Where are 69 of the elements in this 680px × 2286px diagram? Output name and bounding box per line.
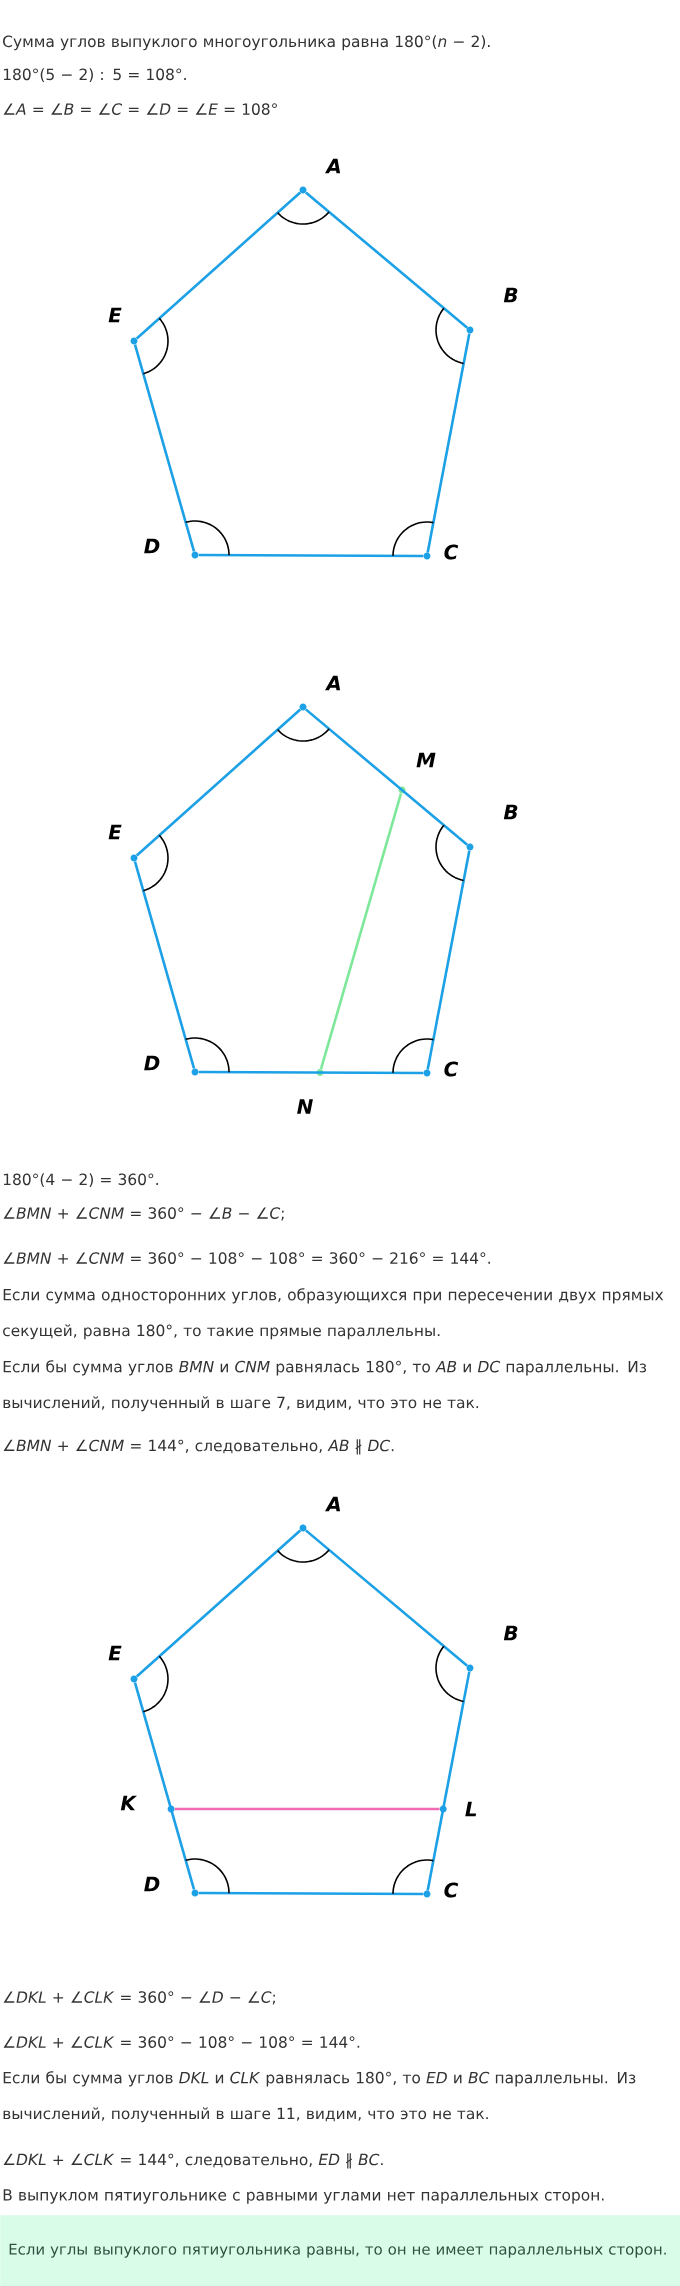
node-label: A [324,675,341,691]
node-label: D [144,538,160,554]
solution-text: ∠DKL + ∠CLK = 360° − ∠D − ∠C; [3,1991,275,2005]
labelled-point: D [144,1876,199,1897]
solution-text: 180°(4 − 2) = 360°. [3,1173,158,1187]
line-segment [198,1070,424,1075]
node-label: D [144,1055,160,1071]
node-label: A [324,158,341,174]
node-label: E [108,824,122,840]
line-segment [133,861,196,1069]
line-segment [305,1529,468,1667]
line-segment [174,1807,440,1811]
labelled-point: K [120,1795,175,1813]
node-label: E [108,307,122,323]
labelled-point: E [108,1645,138,1683]
labelled-point: A [299,1496,341,1532]
labelled-point: A [299,675,341,711]
labelled-point: B [466,1625,518,1672]
line-segment [135,191,302,340]
labelled-point: L [439,1801,477,1817]
solution-text: ∠DKL + ∠CLK = 360° − 108° − 108° = 144°. [3,2036,360,2048]
labelled-point: B [466,804,518,851]
node-label: B [503,287,518,303]
labelled-point: B [466,287,518,334]
labelled-point: C [423,1882,459,1898]
node-label: B [503,1625,518,1641]
labelled-point: C [423,1061,459,1077]
node-label: K [120,1795,138,1811]
solution-text: ∠A = ∠B = ∠C = ∠D = ∠E = 108° [3,103,277,115]
line-segment [198,1891,424,1896]
line-segment [305,708,468,846]
labelled-point: C [423,544,459,560]
line-segment [198,553,424,558]
node-label: D [144,1876,160,1892]
node-label: C [444,1882,459,1898]
labelled-point: E [108,307,138,345]
line-segment [133,1682,196,1890]
line-segment [426,850,471,1070]
solution-text: Если сумма односторонних углов, образующихся при пересечении двух прямых секущей, равна 180°, то такие прямые параллельны. [3,1288,664,1340]
node-label: L [465,1801,477,1817]
conclusion-band: Если углы выпуклого пятиугольника равны, то он не имеет параллельных сторон. [0,2215,680,2286]
node-label: B [503,804,518,820]
solution-text: Сумма углов выпуклого многоугольника равна 180°(n − 2). [3,35,490,51]
labelled-point: E [108,824,138,862]
labelled-point: M [398,752,436,794]
node-label: E [108,1645,122,1661]
solution-text: Если бы сумма углов DKL и CLK равнялась 180°, то ED и BC параллельны. Из вычислений, полученный в шаге 11, видим, что это не так. [3,2071,636,2123]
solution-text: ∠BMN + ∠CNM = 144°, следовательно, AB ∦ DC. [3,1439,394,1455]
labelled-point: D [144,1055,199,1076]
solution-text: 180°(5 − 2) : 5 = 108°. [3,68,186,82]
line-segment [135,708,302,857]
line-segment [426,1671,471,1891]
line-segment [135,1529,302,1678]
line-segment [305,191,468,329]
solution-text: Если бы сумма углов BMN и CNM равнялась 180°, то AB и DC параллельны. Из вычислений, полученный в шаге 7, видим, что это не так. [3,1360,647,1412]
solution-text: ∠DKL + ∠CLK = 144°, следовательно, ED ∦ BC. [3,2153,383,2169]
solution-text: ∠BMN + ∠CNM = 360° − 108° − 108° = 360° − 216° = 144°. [3,1252,490,1264]
line-segment [319,793,403,1070]
labelled-point: A [299,158,341,194]
node-label: N [297,1099,313,1114]
labelled-point: N [297,1069,324,1114]
labelled-point: D [144,538,199,559]
line-segment [426,333,471,553]
line-segment [133,344,196,552]
node-label: C [444,1061,459,1077]
node-label: M [416,752,436,768]
node-label: A [324,1496,341,1512]
solution-text: ∠BMN + ∠CNM = 360° − ∠B − ∠C; [3,1207,284,1221]
node-label: C [444,544,459,560]
